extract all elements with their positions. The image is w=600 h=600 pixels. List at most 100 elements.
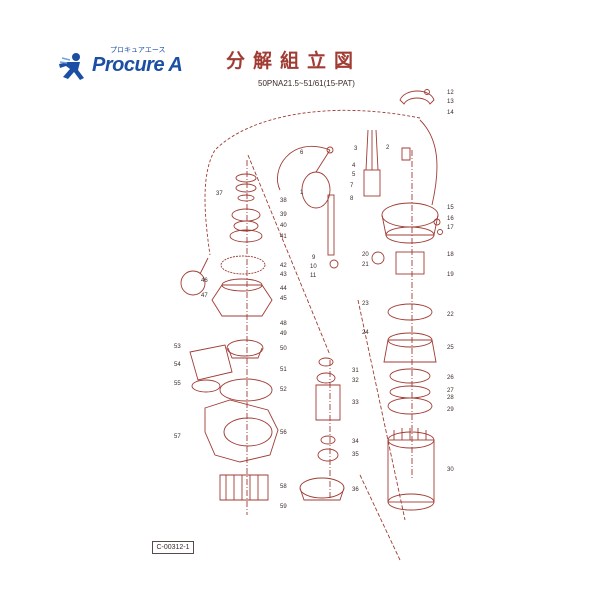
label-49: 49 (280, 331, 287, 337)
plate-29 (387, 397, 433, 415)
seal-22 (387, 303, 433, 321)
label-18: 18 (447, 252, 454, 258)
label-13: 13 (447, 99, 454, 105)
label-22: 22 (447, 312, 454, 318)
label-46: 46 (201, 278, 208, 284)
float-ball (180, 270, 206, 296)
label-33: 33 (352, 400, 359, 406)
label-51: 51 (280, 367, 287, 373)
frame-25 (383, 339, 437, 363)
cable-gland (363, 169, 381, 197)
float-switch (301, 171, 331, 209)
label-16: 16 (447, 216, 454, 222)
label-32: 32 (352, 378, 359, 384)
bracket (211, 284, 273, 317)
o-ring-55 (191, 379, 221, 393)
runner-icon (59, 53, 84, 80)
bearing-31 (318, 357, 334, 367)
bearing-35 (317, 448, 339, 462)
top-cover (381, 202, 439, 228)
brand-kana: プロキュアエース (110, 46, 166, 54)
label-25: 25 (447, 345, 454, 351)
label-5: 5 (352, 172, 356, 178)
label-6: 6 (300, 150, 304, 156)
label-19: 19 (447, 272, 454, 278)
label-42: 42 (280, 263, 287, 269)
o-ring-52 (219, 378, 273, 402)
label-40: 40 (280, 223, 287, 229)
label-50: 50 (280, 346, 287, 352)
label-37: 37 (216, 191, 223, 197)
label-23: 23 (362, 301, 369, 307)
label-11: 11 (310, 273, 317, 279)
seal-39 (231, 208, 261, 222)
impeller (226, 339, 264, 357)
seal-41 (229, 229, 263, 243)
label-39: 39 (280, 212, 287, 218)
label-54: 54 (174, 362, 181, 368)
diag-line-3 (359, 474, 401, 561)
label-24: 24 (362, 330, 369, 336)
label-59: 59 (280, 504, 287, 510)
capacitor (395, 251, 425, 275)
bottom-cover (299, 477, 345, 499)
brand-name: Procure A (92, 54, 183, 76)
label-43: 43 (280, 272, 287, 278)
part-21 (371, 251, 385, 265)
diag-line-1 (247, 154, 331, 356)
label-9: 9 (312, 255, 316, 261)
label-55: 55 (174, 381, 181, 387)
part-12 (424, 89, 430, 95)
label-44: 44 (280, 286, 287, 292)
page-title: 分解組立図 (226, 50, 362, 72)
label-12: 12 (447, 90, 454, 96)
label-17: 17 (447, 225, 454, 231)
label-21: 21 (362, 262, 369, 268)
label-7: 7 (350, 183, 354, 189)
label-27: 27 (447, 388, 454, 394)
label-8: 8 (350, 196, 354, 202)
label-28: 28 (447, 395, 454, 401)
float-cable (277, 145, 331, 191)
rotor (315, 384, 341, 421)
part-16 (433, 218, 441, 226)
diag-line-2 (357, 299, 406, 521)
label-3: 3 (354, 146, 358, 152)
procure-a-logo: プロキュアエース Procure A (58, 46, 208, 84)
label-47: 47 (201, 293, 208, 299)
label-56: 56 (280, 430, 287, 436)
label-36: 36 (352, 487, 359, 493)
washer-37 (235, 173, 257, 183)
label-52: 52 (280, 387, 287, 393)
gasket-42 (220, 255, 266, 275)
label-58: 58 (280, 484, 287, 490)
part-2 (401, 147, 411, 161)
label-26: 26 (447, 375, 454, 381)
label-29: 29 (447, 407, 454, 413)
pump-cover (189, 344, 233, 381)
ring-27 (389, 385, 431, 399)
handle (399, 90, 435, 105)
part-10 (329, 259, 339, 269)
label-20: 20 (362, 252, 369, 258)
cables (365, 129, 379, 171)
rod (327, 194, 335, 256)
label-14: 14 (447, 110, 454, 116)
label-10: 10 (310, 264, 317, 270)
label-45: 45 (280, 296, 287, 302)
label-31: 31 (352, 368, 359, 374)
label-38: 38 (280, 198, 287, 204)
label-48: 48 (280, 321, 287, 327)
label-4: 4 (352, 163, 356, 169)
label-15: 15 (447, 205, 454, 211)
ring-26 (389, 368, 431, 384)
label-1: 1 (300, 190, 304, 196)
seal-40 (233, 220, 259, 232)
label-35: 35 (352, 452, 359, 458)
drawing-code: C-00312-1 (152, 541, 194, 554)
label-57: 57 (174, 434, 181, 440)
part-17 (437, 229, 443, 235)
cable-arc-right (419, 119, 438, 206)
